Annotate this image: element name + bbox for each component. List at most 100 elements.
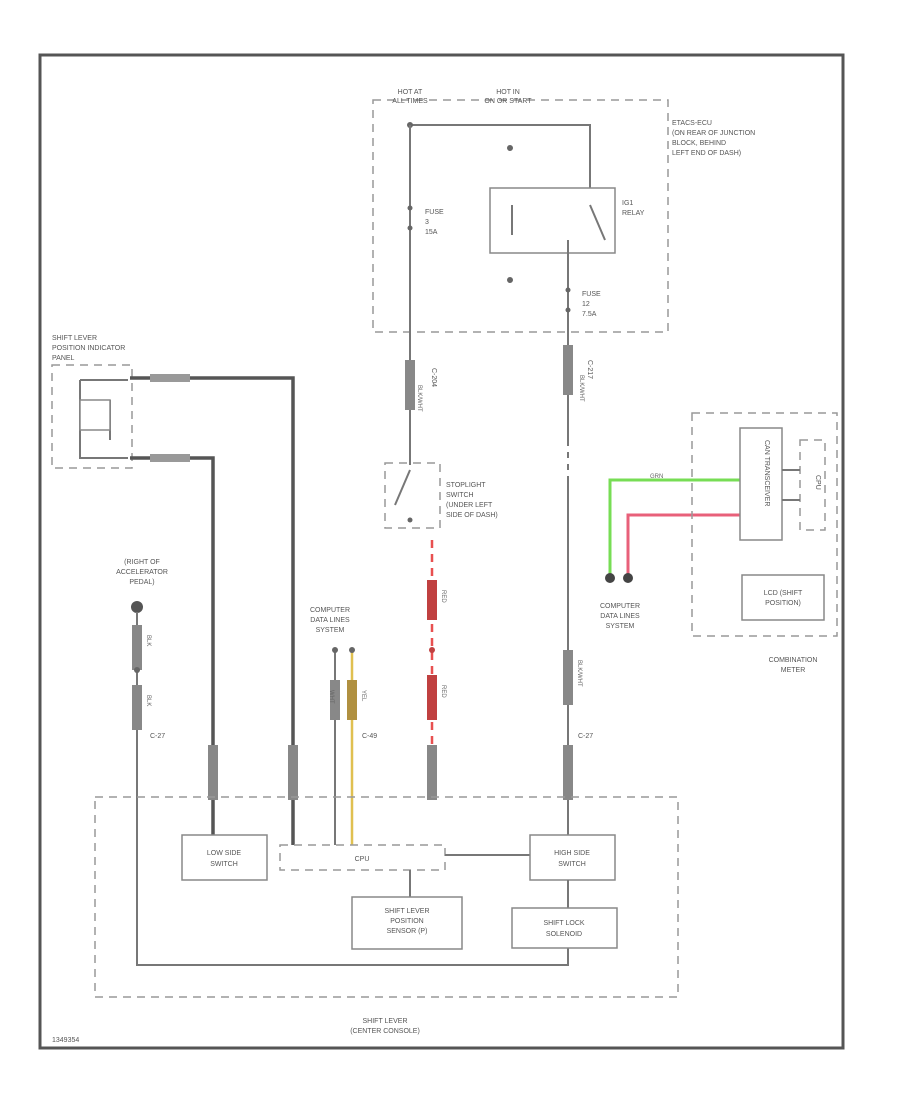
ground-dot <box>134 667 140 673</box>
diagram-frame <box>38 53 845 1050</box>
ground-point <box>131 601 143 613</box>
ig1-relay-box <box>489 187 616 254</box>
fuse3-label-l3: 15A <box>425 229 438 236</box>
fuse12-terminal-top <box>565 287 571 293</box>
indicator-lamp <box>79 399 111 431</box>
connector-c204-label: C-204 <box>430 368 437 387</box>
footer-code: 1349354 <box>52 1037 79 1044</box>
etacs-label-l2: (ON REAR OF JUNCTION <box>672 130 755 137</box>
hot-at-all-times-l1: HOT AT <box>398 89 423 96</box>
ground-connector-top <box>132 625 142 670</box>
shift-lock-l2: SOLENOID <box>546 931 582 938</box>
wire-label-ground: BLK <box>145 635 151 646</box>
meter-cpu-box <box>799 439 826 531</box>
ig1-relay-label-l2: RELAY <box>622 210 645 217</box>
connector-c204 <box>405 360 415 410</box>
stoplight-switch-box <box>384 462 441 529</box>
red-dot <box>429 647 435 653</box>
relay-contact <box>589 204 606 241</box>
ground-wire <box>136 612 569 966</box>
low-side-switch-l2: SWITCH <box>210 861 238 868</box>
bus-wire-top <box>410 124 591 205</box>
can-terminal-red <box>623 573 633 583</box>
shift-lever-label-l1: SHIFT LEVER <box>363 1018 408 1025</box>
etacs-label-l3: BLOCK, BEHIND <box>672 140 726 147</box>
connector-c27-left-label: C-27 <box>150 733 165 740</box>
etacs-label-l4: LEFT END OF DASH) <box>672 150 741 157</box>
data-terminal-b <box>349 647 355 653</box>
indicator-panel-label-l1: SHIFT LEVER <box>52 335 97 342</box>
fuse3-terminal-top <box>407 205 413 211</box>
stoplight-label-l2: SWITCH <box>446 492 474 499</box>
ground-label-l2: ACCELERATOR <box>116 569 168 576</box>
low-side-switch-box <box>181 834 268 881</box>
panel-connector-right-vert <box>288 745 298 800</box>
fuse12-label-l3: 7.5A <box>582 311 597 318</box>
green-can-wire <box>608 478 740 578</box>
right-connector-top <box>563 345 573 395</box>
panel-connector-top <box>150 374 190 382</box>
combination-meter-label-l2: METER <box>781 667 806 674</box>
position-sensor-l1: SHIFT LEVER <box>385 908 430 915</box>
shift-lever-label-l2: (CENTER CONSOLE) <box>350 1028 420 1035</box>
point-dot-bottom <box>507 277 513 283</box>
wire-label-right-blk: BLK/WHT <box>576 660 582 687</box>
data-terminal-a <box>332 647 338 653</box>
fuse12-terminal-bottom <box>565 307 571 313</box>
junction-block-box <box>372 99 669 333</box>
stoplight-label-l1: STOPLIGHT <box>446 482 486 489</box>
meter-cpu-label: CPU <box>814 475 821 490</box>
hot-in-on-start-l2: ON OR START <box>484 98 532 105</box>
lcd-label-l1: LCD (SHIFT <box>764 590 803 597</box>
can-transceiver-box <box>739 427 783 541</box>
shift-cpu-box <box>279 844 446 871</box>
connector-c27-right-label: C-27 <box>578 733 593 740</box>
stoplight-contact <box>394 469 411 506</box>
wire-label-grn: GRN <box>650 474 663 480</box>
position-sensor-l2: POSITION <box>390 918 423 925</box>
meter-internal-wire <box>782 469 800 501</box>
stoplight-label-l4: SIDE OF DASH) <box>446 512 498 519</box>
etacs-label-l1: ETACS-ECU <box>672 120 712 127</box>
indicator-panel-label-l3: PANEL <box>52 355 75 362</box>
panel-connector-bottom <box>150 454 190 462</box>
connector-c49-label: C-49 <box>362 733 377 740</box>
connector-c217-label: C-217 <box>586 360 593 379</box>
indicator-panel-label-l2: POSITION INDICATOR <box>52 345 125 352</box>
panel-connector-left-vert <box>208 745 218 800</box>
combination-meter-box <box>691 412 838 637</box>
lcd-shift-box <box>741 574 825 621</box>
data-lines-left-l2: DATA LINES <box>310 617 350 624</box>
combination-meter-label-l1: COMBINATION <box>769 657 818 664</box>
data-connector-a <box>330 680 340 720</box>
fuse3-label-l1: FUSE <box>425 209 444 216</box>
shift-cpu-label: CPU <box>355 856 370 863</box>
indicator-panel-box <box>51 364 133 469</box>
ig1-relay-label-l1: IG1 <box>622 200 633 207</box>
hot-in-on-start-l1: HOT IN <box>496 89 520 96</box>
wire-label-red-a: RED <box>440 590 446 603</box>
fuse3-label-l2: 3 <box>425 219 429 226</box>
fuse12-label-l2: 12 <box>582 301 590 308</box>
right-connector-bottom <box>563 745 573 800</box>
red-connector-top <box>427 580 437 620</box>
ground-label-l3: PEDAL) <box>129 579 154 586</box>
position-sensor-box <box>351 896 463 950</box>
red-connector-mid <box>427 675 437 720</box>
data-lines-left-l3: SYSTEM <box>316 627 345 634</box>
lcd-label-l2: POSITION) <box>765 600 801 607</box>
data-lines-right-l3: SYSTEM <box>606 623 635 630</box>
shift-lock-l1: SHIFT LOCK <box>543 920 584 927</box>
wire-label-data-b: YEL <box>360 690 366 702</box>
high-side-switch-box <box>529 834 616 881</box>
red-connector-bottom <box>427 745 437 800</box>
wire-label-blk-a: BLK/WHT <box>416 385 422 412</box>
data-lines-right-l1: COMPUTER <box>600 603 640 610</box>
can-terminal-green <box>605 573 615 583</box>
stoplight-label-l3: (UNDER LEFT <box>446 502 493 509</box>
fuse3-terminal-bottom <box>407 225 413 231</box>
can-transceiver-label: CAN TRANSCEIVER <box>763 440 770 506</box>
wire-label-blk-b: BLK/WHT <box>578 375 584 402</box>
data-lines-left-l1: COMPUTER <box>310 607 350 614</box>
